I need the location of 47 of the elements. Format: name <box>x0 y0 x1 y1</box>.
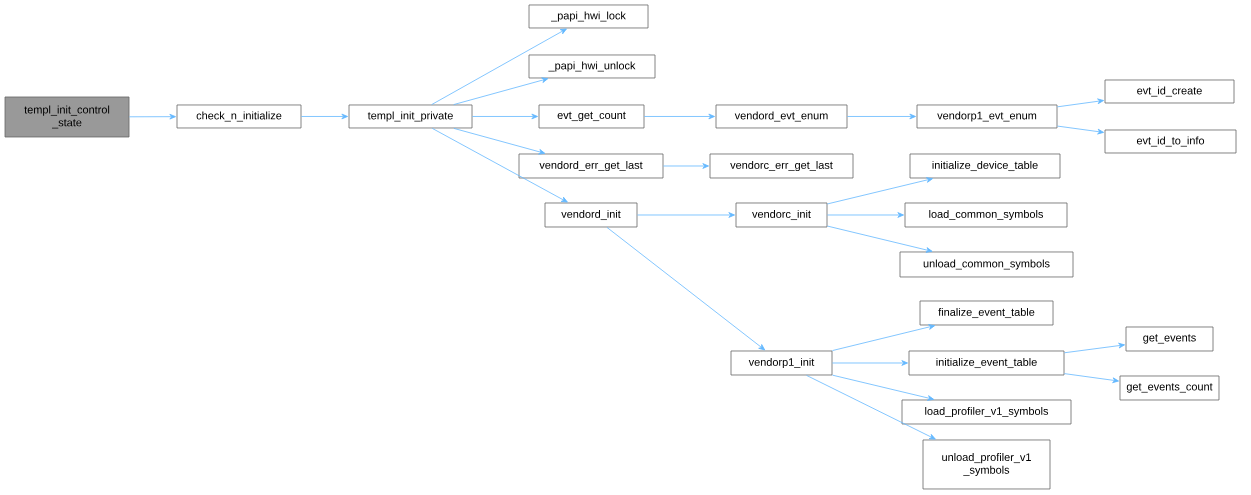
function-box: check_n_initialize <box>176 104 302 129</box>
arrow <box>129 113 176 120</box>
function-box: vendorc_init <box>735 202 828 228</box>
arrow <box>1064 342 1125 354</box>
function-box: templ_init_private <box>348 104 473 129</box>
function-box: evt_id_to_info <box>1104 129 1237 154</box>
arrow <box>637 212 735 218</box>
arrow <box>1064 373 1119 384</box>
function-box: evt_get_count <box>538 104 645 129</box>
arrow <box>453 127 546 155</box>
function-box: unload_profiler_v1 _symbols <box>922 439 1051 490</box>
arrow <box>1057 125 1104 135</box>
function-box: finalize_event_table <box>919 300 1054 326</box>
function-box: load_profiler_v1_symbols <box>901 399 1072 425</box>
function-box: initialize_event_table <box>908 350 1065 376</box>
function-box: get_events <box>1125 326 1214 352</box>
arrow <box>301 113 348 120</box>
function-box: vendord_evt_enum <box>715 104 848 129</box>
function-box: vendorc_err_get_last <box>709 153 854 179</box>
arrow <box>832 360 908 366</box>
arrow <box>644 113 715 120</box>
function-box: load_common_symbols <box>904 202 1068 228</box>
arrow <box>606 227 766 351</box>
arrow <box>806 375 936 440</box>
function-box: _papi_hwi_unlock <box>528 54 656 79</box>
arrow <box>431 28 567 105</box>
arrow <box>827 177 933 205</box>
function-box: vendord_err_get_last <box>518 153 664 179</box>
function-box: evt_id_create <box>1104 79 1235 104</box>
arrow <box>847 113 916 120</box>
arrow <box>827 225 933 253</box>
arrow <box>663 163 709 169</box>
arrow <box>1057 98 1104 108</box>
arrow <box>832 324 936 351</box>
function-box: get_events_count <box>1119 375 1220 401</box>
function-box: unload_common_symbols <box>899 251 1074 278</box>
arrow <box>431 127 568 203</box>
function-box: templ_init_control _state <box>4 96 130 138</box>
function-box: _papi_hwi_lock <box>528 4 649 29</box>
function-box: vendorp1_init <box>730 350 833 376</box>
arrow <box>472 113 538 120</box>
arrow <box>827 212 904 218</box>
function-box: initialize_device_table <box>909 153 1061 179</box>
arrow <box>832 374 935 401</box>
function-box: vendorp1_evt_enum <box>916 104 1058 129</box>
arrow <box>453 77 549 105</box>
function-box: vendord_init <box>544 202 638 228</box>
